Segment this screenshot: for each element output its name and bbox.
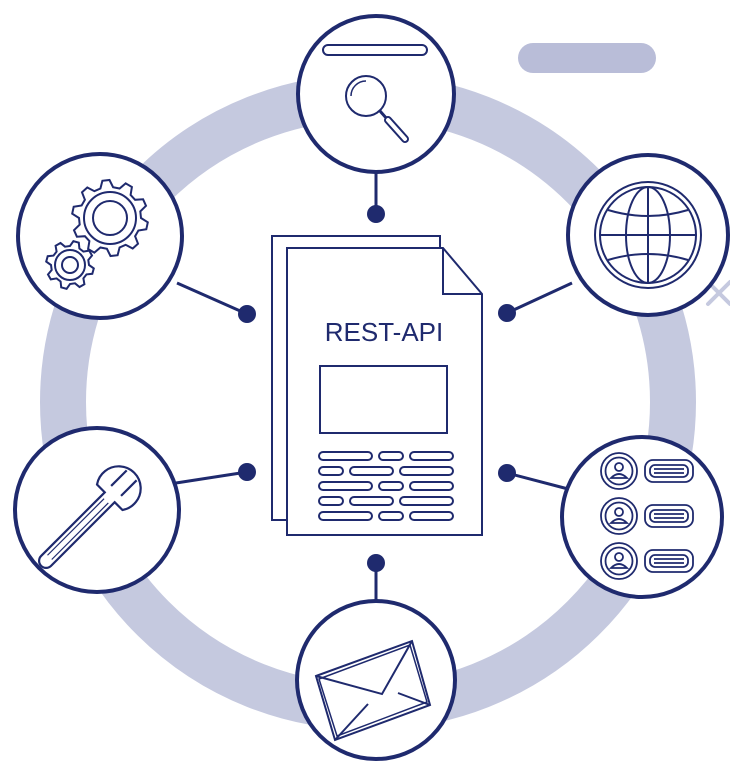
- node-tools: [13, 426, 181, 594]
- node-settings: [16, 152, 184, 320]
- document-content-box: [319, 365, 448, 434]
- rest-api-document: REST-API: [271, 235, 483, 536]
- connector-settings: [176, 281, 248, 316]
- wrench-icon: [38, 465, 142, 569]
- connector-web: [506, 281, 573, 315]
- node-web: [566, 153, 730, 317]
- connector-tools: [175, 470, 248, 485]
- node-users: [560, 435, 724, 599]
- node-mail: [295, 599, 457, 761]
- document-fold: [442, 248, 482, 295]
- user-list-icon: [600, 452, 694, 580]
- connector-dot-search: [367, 205, 385, 223]
- envelope-icon: [314, 639, 432, 742]
- document-text-lines: [318, 451, 454, 521]
- globe-icon: [594, 181, 702, 289]
- connector-dot-tools: [238, 463, 256, 481]
- connector-dot-mail: [367, 554, 385, 572]
- document-title: REST-API: [325, 317, 443, 347]
- connector-dot-web: [498, 304, 516, 322]
- gears-icon: [45, 178, 149, 290]
- magnifier-icon: [322, 44, 428, 143]
- node-search: [296, 14, 456, 174]
- connector-dot-users: [498, 464, 516, 482]
- connector-users: [506, 471, 573, 492]
- connector-dot-settings: [238, 305, 256, 323]
- connectors: [175, 172, 573, 603]
- decorative-pill: [518, 43, 656, 73]
